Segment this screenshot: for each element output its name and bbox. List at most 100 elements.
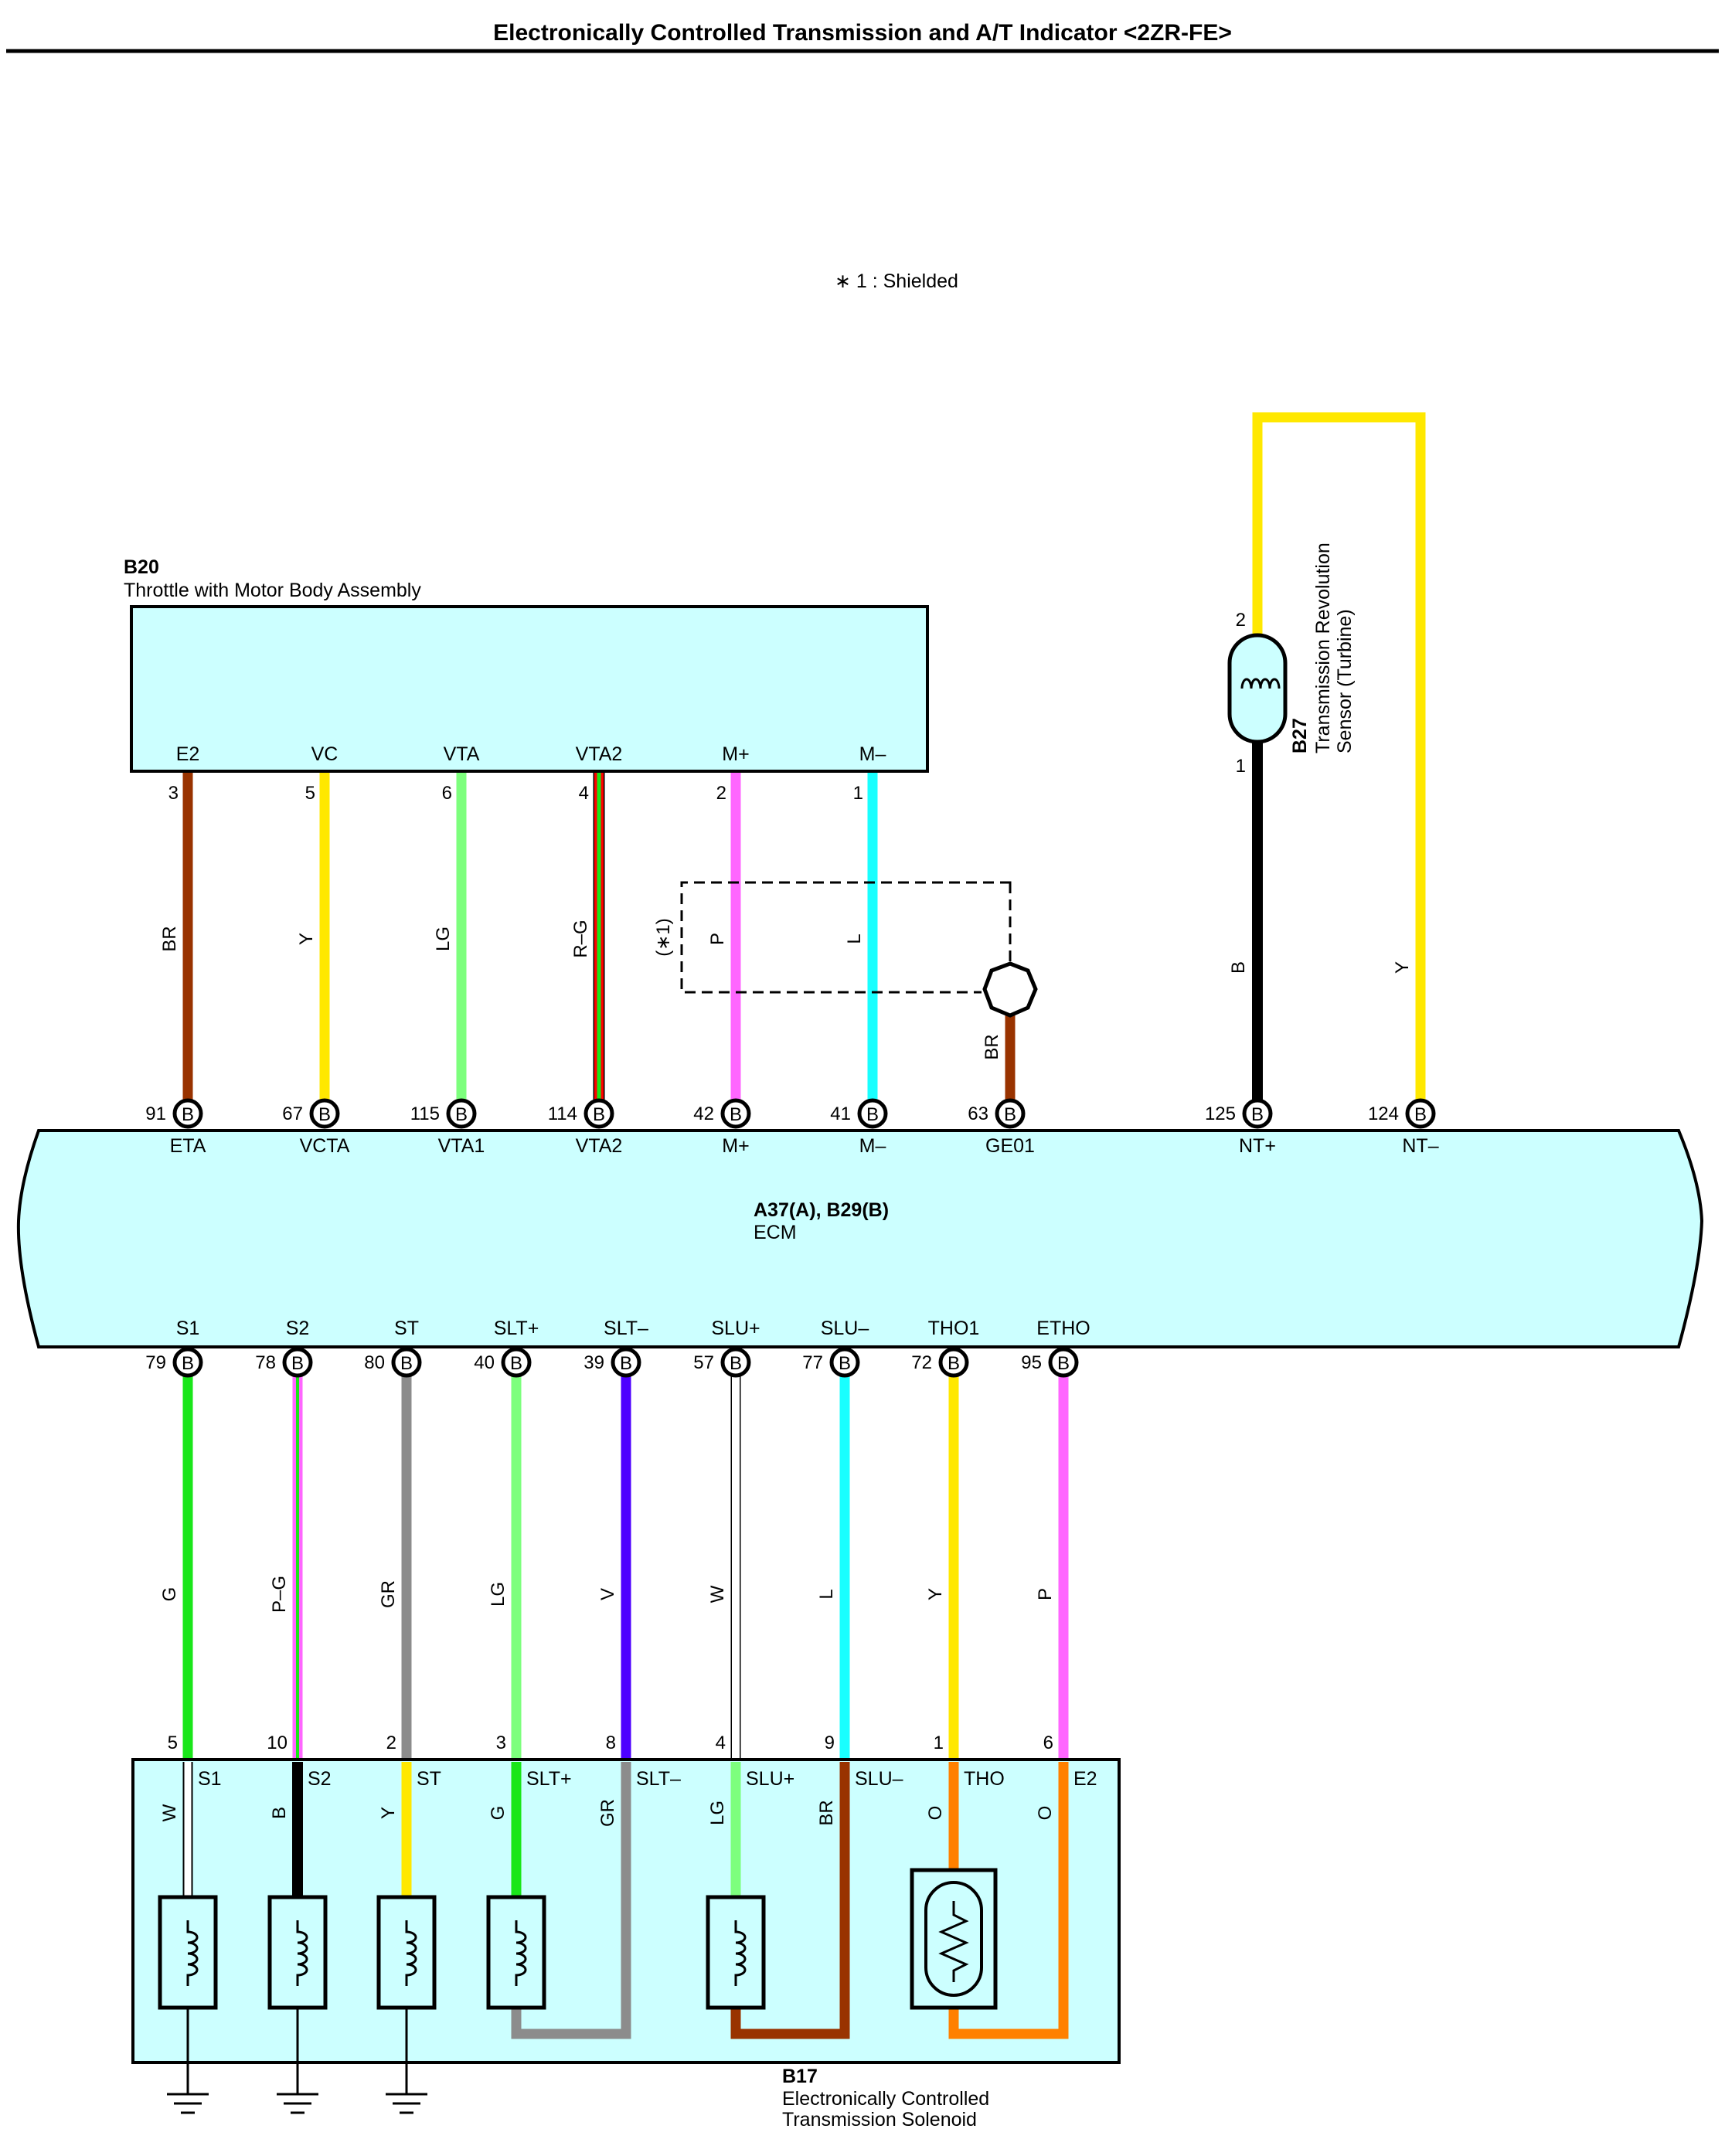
connector-letter: B bbox=[291, 1353, 304, 1374]
color-code-lg: LG bbox=[433, 927, 454, 951]
ecm-term-slt-plus: SLT+ bbox=[494, 1318, 539, 1339]
ecm-term-nt-plus: NT+ bbox=[1239, 1135, 1276, 1157]
ecm-connector-b-marker: B bbox=[938, 1347, 969, 1378]
thermistor-tho bbox=[910, 1868, 998, 2010]
ecm-term-nt-minus: NT– bbox=[1402, 1135, 1438, 1157]
ecm-pin-79: 79 bbox=[145, 1352, 166, 1373]
b20-pin-6: 6 bbox=[442, 783, 452, 804]
b17-term-slu-plus: SLU+ bbox=[746, 1768, 794, 1790]
b27-pin-1: 1 bbox=[1236, 756, 1246, 777]
coil-icon bbox=[186, 1920, 199, 1986]
ecm-pin-63: 63 bbox=[968, 1104, 988, 1124]
solenoid-coil-slu bbox=[706, 1895, 766, 2010]
ecm-term-slt-minus: SLT– bbox=[604, 1318, 648, 1339]
b20-term-e2: E2 bbox=[176, 743, 200, 765]
color-code-l-bottom: L bbox=[816, 1589, 837, 1599]
resistor-icon bbox=[938, 1901, 969, 1982]
inner-color-lg: LG bbox=[707, 1801, 728, 1825]
b17-pin-4: 4 bbox=[716, 1733, 726, 1753]
ecm-pin-115: 115 bbox=[410, 1104, 440, 1124]
diagram-title: Electronically Controlled Transmission a… bbox=[493, 20, 1232, 46]
ecm-term-s2: S2 bbox=[286, 1318, 310, 1339]
connector-letter: B bbox=[1004, 1104, 1016, 1125]
coil-icon bbox=[296, 1920, 308, 1986]
ecm-connector-b-marker: B bbox=[611, 1347, 641, 1378]
ecm-term-m-minus: M– bbox=[859, 1135, 886, 1157]
solenoid-coil-slt bbox=[486, 1895, 546, 2010]
color-code-gr: GR bbox=[378, 1580, 399, 1608]
color-code-p: P bbox=[707, 933, 728, 945]
ground-icon bbox=[277, 2093, 318, 2114]
connector-letter: B bbox=[620, 1353, 632, 1374]
ecm-term-m-plus: M+ bbox=[722, 1135, 749, 1157]
ecm-name: ECM bbox=[754, 1222, 797, 1243]
ecm-term-st: ST bbox=[394, 1318, 419, 1339]
ecm-pin-91: 91 bbox=[145, 1104, 166, 1124]
connector-letter: B bbox=[730, 1353, 742, 1374]
ecm-pin-39: 39 bbox=[584, 1352, 604, 1373]
ecm-pin-114: 114 bbox=[548, 1104, 577, 1124]
coil-icon bbox=[1240, 678, 1281, 689]
b17-term-slt-plus: SLT+ bbox=[526, 1768, 572, 1790]
connector-letter: B bbox=[318, 1104, 331, 1125]
ecm-term-vta1: VTA1 bbox=[438, 1135, 485, 1157]
b20-term-vta2: VTA2 bbox=[576, 743, 623, 765]
ecm-connector-b-marker: B bbox=[172, 1347, 203, 1378]
b17-name-line2: Transmission Solenoid bbox=[782, 2109, 977, 2130]
coil-icon bbox=[405, 1920, 417, 1986]
connector-letter: B bbox=[839, 1353, 851, 1374]
solenoid-coil-st bbox=[376, 1895, 437, 2010]
connector-letter: B bbox=[510, 1353, 522, 1374]
ecm-connector-b-marker: B bbox=[391, 1347, 422, 1378]
b17-pin-2: 2 bbox=[386, 1733, 396, 1753]
b17-pin-6: 6 bbox=[1043, 1733, 1053, 1753]
color-code-y: Y bbox=[296, 933, 317, 945]
connector-letter: B bbox=[182, 1104, 194, 1125]
ground-icon bbox=[386, 2093, 427, 2114]
ecm-term-slu-plus: SLU+ bbox=[711, 1318, 760, 1339]
inner-color-br: BR bbox=[816, 1800, 837, 1825]
color-code-y-nt: Y bbox=[1392, 961, 1413, 974]
b27-name-line2: Sensor (Turbine) bbox=[1334, 609, 1356, 753]
b20-pin-3: 3 bbox=[168, 783, 179, 804]
shield-note: ∗ 1 : Shielded bbox=[835, 270, 958, 292]
b20-pin-2: 2 bbox=[716, 783, 726, 804]
b20-pin-1: 1 bbox=[853, 783, 863, 804]
coil-icon bbox=[515, 1920, 527, 1986]
ecm-pin-124: 124 bbox=[1368, 1104, 1399, 1124]
ecm-pin-80: 80 bbox=[364, 1352, 385, 1373]
ecm-term-tho1: THO1 bbox=[928, 1318, 980, 1339]
color-code-rg: R–G bbox=[570, 920, 591, 957]
ecm-code: A37(A), B29(B) bbox=[754, 1199, 889, 1221]
coil-icon bbox=[734, 1920, 747, 1986]
ecm-pin-77: 77 bbox=[802, 1352, 823, 1373]
inner-color-b: B bbox=[269, 1807, 290, 1819]
b20-term-m-minus: M– bbox=[859, 743, 886, 765]
b27-name-line1: Transmission Revolution bbox=[1312, 542, 1334, 753]
color-code-p-bottom: P bbox=[1035, 1588, 1056, 1600]
ecm-body bbox=[16, 1129, 1704, 1348]
inner-color-o-e2: O bbox=[1035, 1806, 1056, 1821]
connector-letter: B bbox=[1414, 1104, 1427, 1125]
inner-color-g: G bbox=[488, 1806, 509, 1821]
color-code-b: B bbox=[1228, 961, 1249, 974]
inner-wire-slu-minus-br bbox=[730, 1762, 850, 2039]
inner-wire-e2-o bbox=[948, 1762, 1069, 2039]
b17-term-slt-minus: SLT– bbox=[636, 1768, 681, 1790]
ecm-pin-57: 57 bbox=[693, 1352, 714, 1373]
ecm-pin-72: 72 bbox=[911, 1352, 932, 1373]
connector-letter: B bbox=[1251, 1104, 1264, 1125]
ecm-connector-b-marker: B bbox=[172, 1098, 203, 1129]
b20-code: B20 bbox=[124, 556, 159, 578]
connector-letter: B bbox=[866, 1104, 879, 1125]
b27-sensor-body bbox=[1227, 633, 1288, 744]
ecm-connector-b-marker: B bbox=[720, 1347, 751, 1378]
ecm-connector-b-marker: B bbox=[309, 1098, 340, 1129]
b20-term-vta: VTA bbox=[444, 743, 480, 765]
ecm-pin-78: 78 bbox=[255, 1352, 276, 1373]
b17-term-slu-minus: SLU– bbox=[855, 1768, 903, 1790]
connector-letter: B bbox=[948, 1353, 960, 1374]
color-code-g: G bbox=[159, 1587, 180, 1602]
ecm-pin-125: 125 bbox=[1205, 1104, 1236, 1124]
b20-throttle-body-box bbox=[130, 605, 929, 773]
